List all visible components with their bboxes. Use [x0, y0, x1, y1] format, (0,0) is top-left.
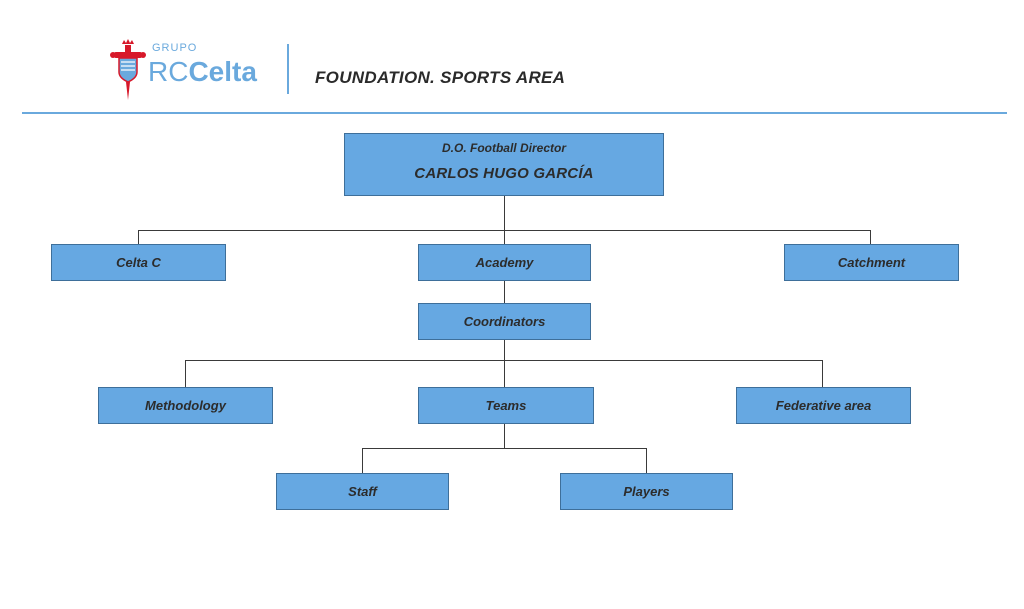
connector-line [822, 360, 823, 387]
director-name: CARLOS HUGO GARCÍA [414, 165, 594, 182]
connector-line [362, 448, 363, 473]
connector-line [138, 230, 139, 244]
connector-line [504, 281, 505, 303]
logo-celta-text: Celta [188, 56, 257, 87]
catchment-box: Catchment [784, 244, 959, 281]
connector-line [504, 230, 505, 244]
academy-box: Academy [418, 244, 591, 281]
connector-line [646, 448, 647, 473]
director-role: D.O. Football Director [441, 141, 566, 155]
coordinators-box: Coordinators [418, 303, 591, 340]
logo-rc-text: RC [148, 56, 189, 87]
connector-line [504, 340, 505, 360]
page-title: FOUNDATION. SPORTS AREA [315, 68, 566, 87]
celta-cross-shield-icon [110, 39, 146, 100]
connector-line [870, 230, 871, 244]
director-box: D.O. Football Director CARLOS HUGO GARCÍ… [344, 133, 664, 196]
methodology-box: Methodology [98, 387, 273, 424]
staff-box: Staff [276, 473, 449, 510]
connector-line [504, 424, 505, 448]
header: GRUPO RCCelta FOUNDATION. SPORTS AREA [0, 0, 1024, 115]
logo-wordmark: RCCelta [148, 56, 257, 88]
header-rule [22, 112, 1007, 114]
celta-c-box: Celta C [51, 244, 226, 281]
players-box: Players [560, 473, 733, 510]
connector-line [185, 360, 186, 387]
federative-area-box: Federative area [736, 387, 911, 424]
teams-box: Teams [418, 387, 594, 424]
connector-line [504, 196, 505, 230]
header-divider [287, 44, 289, 94]
connector-line [504, 360, 505, 387]
connector-line [362, 448, 647, 449]
logo-grupo-text: GRUPO [152, 42, 198, 54]
rc-celta-logo: GRUPO RCCelta [108, 38, 278, 102]
